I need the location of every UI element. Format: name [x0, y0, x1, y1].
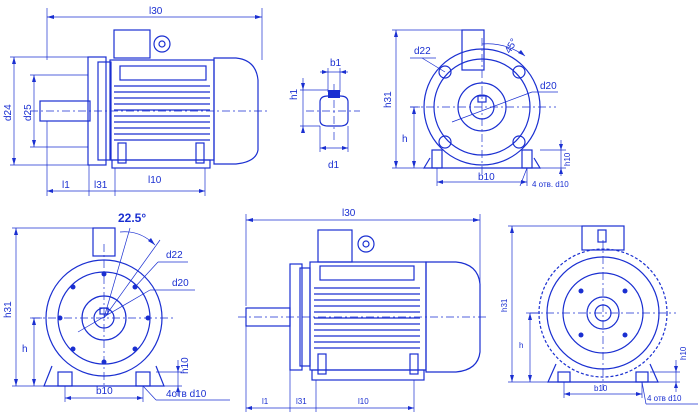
label-l31-bottom: l31 [296, 397, 307, 406]
label-h10-top: h10 [563, 152, 572, 166]
label-l1: l1 [62, 180, 70, 191]
label-d22-bottom: d22 [166, 250, 183, 261]
label-angle-45: 45° [503, 37, 520, 56]
cooling-fins [114, 85, 210, 141]
label-h10-right: h10 [679, 346, 688, 360]
label-h31-bottom: h31 [3, 301, 14, 318]
label-b10-bottom: b10 [96, 386, 113, 397]
label-holes-top: 4 отв. d10 [532, 180, 569, 189]
cooling-fins-bottom [314, 287, 420, 349]
label-l30: l30 [149, 6, 163, 17]
label-l10-bottom: l10 [358, 397, 369, 406]
label-d20-top: d20 [540, 81, 557, 92]
motor-side-view-bottom: l30 [238, 208, 488, 412]
label-h-top: h [402, 134, 408, 145]
motor-side-view-top: d24 d25 l1 l31 l10 l30 [3, 6, 270, 196]
label-d25: d25 [23, 104, 34, 121]
label-l31: l31 [94, 180, 108, 191]
label-h-right: h [519, 341, 523, 350]
label-holes-right: 4 отв d10 [647, 394, 682, 403]
label-b10-top: b10 [478, 172, 495, 183]
label-l1-bottom: l1 [262, 397, 269, 406]
label-h31-top: h31 [383, 91, 394, 108]
motor-end-view-bottom-left: 22.5° d22 d20 h31 h h10 b10 [3, 211, 230, 402]
label-b1: b1 [330, 58, 342, 69]
label-h10-bottom: h10 [180, 357, 191, 374]
label-angle-22-5: 22.5° [118, 211, 146, 225]
label-h-bottom: h [22, 344, 28, 355]
label-d22-top: d22 [414, 46, 431, 57]
shaft-end-section: b1 h1 d1 [289, 58, 360, 171]
label-l10: l10 [148, 175, 162, 186]
label-b10-right: b10 [594, 384, 608, 393]
label-h31-right: h31 [500, 298, 509, 312]
label-holes-bottom: 4отв d10 [166, 389, 207, 400]
motor-end-view-bottom-right: h31 h b10 h10 4 отв d10 [500, 225, 698, 405]
motor-end-view-top-right: d22 45° d20 h31 h b10 h10 [383, 29, 572, 189]
label-d1: d1 [328, 160, 340, 171]
label-l30-bottom: l30 [342, 208, 356, 219]
label-d24: d24 [3, 104, 14, 121]
label-h1: h1 [289, 88, 300, 100]
label-d20-bottom: d20 [172, 278, 189, 289]
